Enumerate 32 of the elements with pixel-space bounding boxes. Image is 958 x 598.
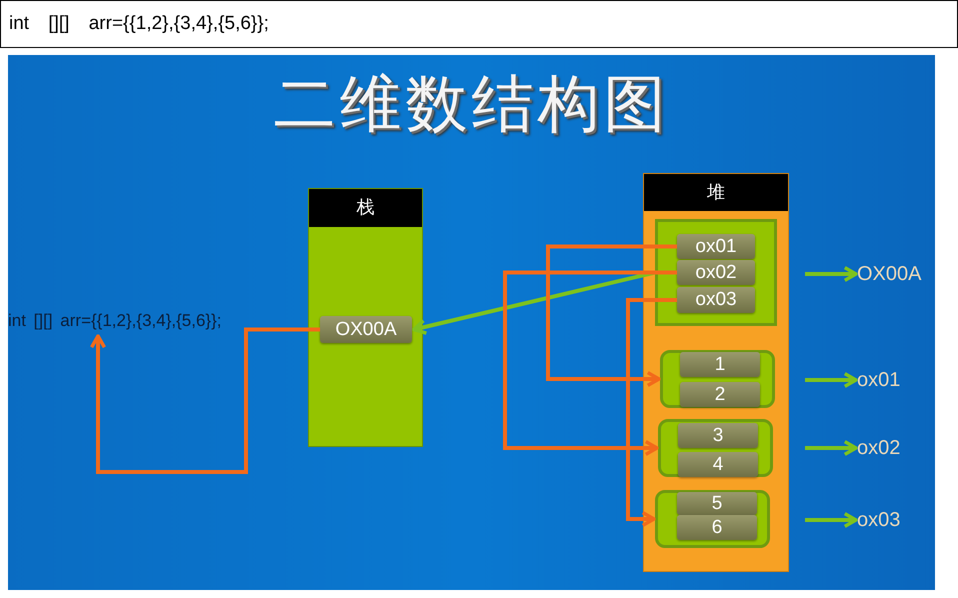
arrow xyxy=(805,440,858,456)
array-group-box xyxy=(655,219,777,326)
value-cell: OX00A xyxy=(320,316,412,343)
code-text: int [][] arr={{1,2},{3,4},{5,6}}; xyxy=(8,308,288,334)
column-header: 栈 xyxy=(309,189,422,227)
value-cell: 3 xyxy=(678,423,758,448)
arrow xyxy=(805,266,858,282)
address-label: OX00A xyxy=(857,262,927,286)
value-cell: ox01 xyxy=(677,234,755,259)
address-label: ox01 xyxy=(857,368,917,392)
column-header: 堆 xyxy=(644,174,788,211)
heap-column xyxy=(643,173,789,572)
arrow xyxy=(805,372,858,388)
value-cell: 2 xyxy=(680,382,760,407)
array-group-box xyxy=(658,419,773,477)
title: 二维数结构图 xyxy=(272,69,670,141)
arrow xyxy=(503,270,677,456)
value-cell: ox02 xyxy=(677,260,755,285)
array-group-box xyxy=(655,490,770,548)
stack-column xyxy=(308,188,423,447)
value-cell: ox03 xyxy=(677,287,755,313)
value-cell: 6 xyxy=(677,515,757,540)
array-group-box xyxy=(660,350,775,408)
arrow xyxy=(546,244,677,388)
value-cell: 5 xyxy=(677,492,757,515)
value-cell: 1 xyxy=(680,352,760,377)
arrow xyxy=(626,298,677,528)
arrow xyxy=(805,512,858,528)
address-label: ox03 xyxy=(857,508,917,532)
value-cell: 4 xyxy=(678,452,758,477)
arrow xyxy=(90,328,320,474)
address-label: ox02 xyxy=(857,436,917,460)
